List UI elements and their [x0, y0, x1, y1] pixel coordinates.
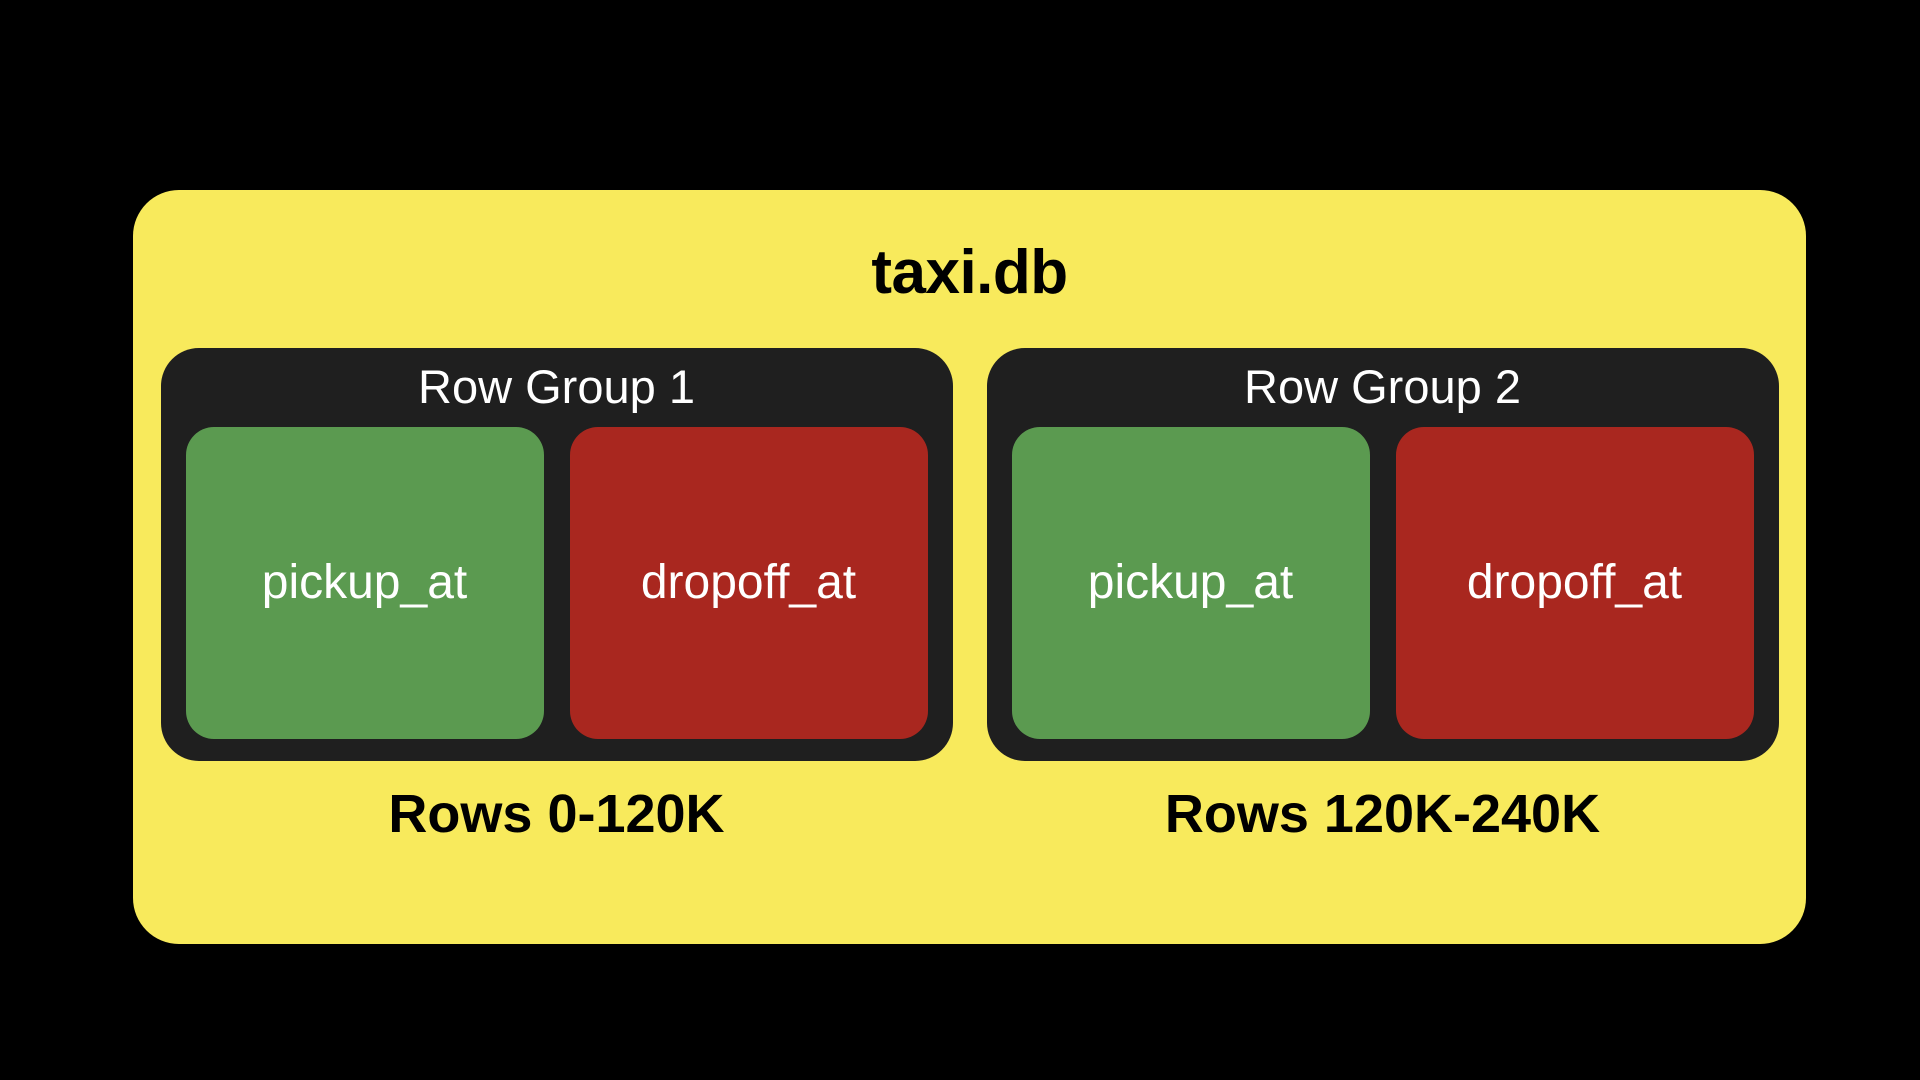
row-group-1[interactable]: Row Group 1 pickup_at dropoff_at — [160, 348, 953, 762]
database-panel: taxi.db Row Group 1 pickup_at dropoff_at… — [133, 190, 1806, 944]
row-group-2[interactable]: Row Group 2 pickup_at dropoff_at — [986, 348, 1779, 762]
row-group-1-columns: pickup_at dropoff_at — [185, 427, 929, 740]
row-group-column-1: Row Group 1 pickup_at dropoff_at Rows 0-… — [160, 348, 953, 845]
row-group-2-rows-caption: Rows 120K-240K — [1164, 784, 1601, 845]
row-group-2-title: Row Group 2 — [1244, 360, 1521, 413]
row-group-2-columns: pickup_at dropoff_at — [1011, 427, 1755, 740]
column-chunk-label: dropoff_at — [640, 556, 857, 610]
row-group-1-title: Row Group 1 — [418, 360, 695, 413]
database-title: taxi.db — [871, 238, 1068, 307]
column-chunk-dropoff-at-rg2[interactable]: dropoff_at — [1395, 427, 1754, 740]
row-group-1-rows-caption: Rows 0-120K — [388, 784, 725, 845]
column-chunk-dropoff-at-rg1[interactable]: dropoff_at — [569, 427, 928, 740]
column-chunk-pickup-at-rg2[interactable]: pickup_at — [1011, 427, 1370, 740]
column-chunk-label: dropoff_at — [1466, 556, 1683, 610]
column-chunk-label: pickup_at — [1087, 556, 1294, 610]
column-chunk-label: pickup_at — [261, 556, 468, 610]
row-group-list: Row Group 1 pickup_at dropoff_at Rows 0-… — [160, 348, 1779, 845]
column-chunk-pickup-at-rg1[interactable]: pickup_at — [185, 427, 544, 740]
row-group-column-2: Row Group 2 pickup_at dropoff_at Rows 12… — [986, 348, 1779, 845]
